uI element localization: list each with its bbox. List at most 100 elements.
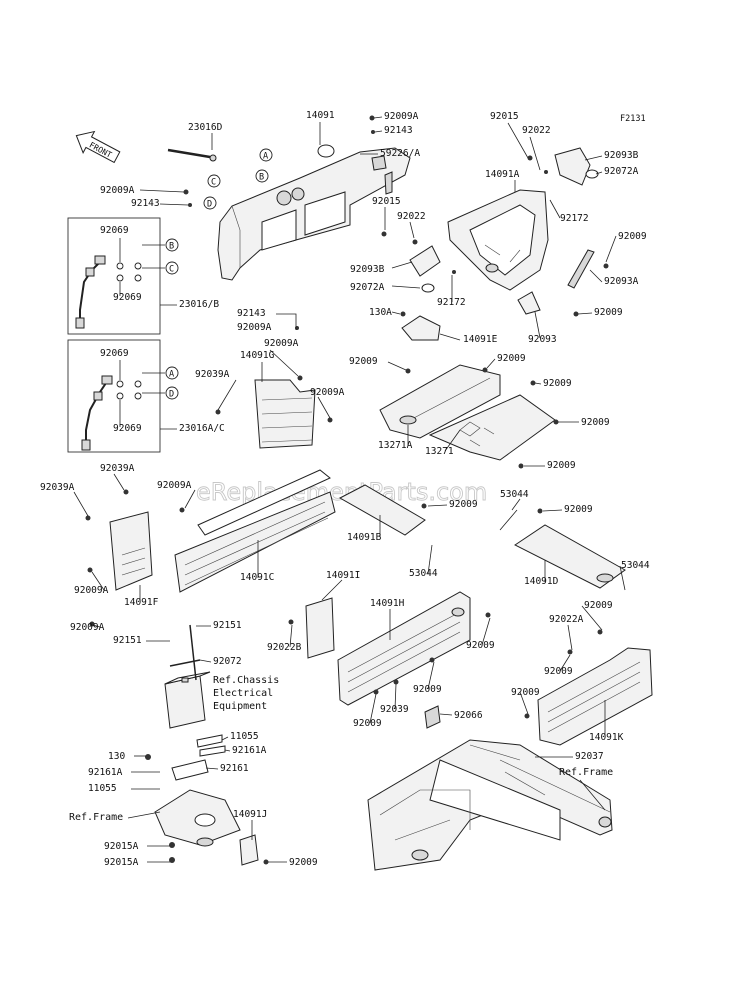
storage-tray-14091a [409,147,599,315]
reference-ref_frame_r-line-0: Ref.Frame [559,767,613,778]
part-label-l14091f: 14091F [124,597,159,608]
part-label-l92009a_l3: 92009A [157,480,192,491]
watermark: eReplacementParts.com [196,478,487,506]
part-label-l92015a_b: 92015A [104,857,139,868]
callout-d-box: D [165,386,179,400]
side-panel-14091g [254,379,316,449]
part-label-l14091k: 14091K [589,732,624,743]
side-rail-14091k [537,647,653,746]
part-label-l23016b: 23016/B [179,299,219,310]
plate-14091i [305,597,335,659]
front-arrow-icon: FRONT [75,130,121,164]
part-label-l92093b_t: 92093B [604,150,639,161]
part-label-l92093b_m: 92093B [350,264,385,275]
harness-box-b [67,217,165,335]
part-label-l14091a: 14091A [485,169,520,180]
figure-code: F2131 [620,114,646,124]
part-label-l14091d: 14091D [524,576,559,587]
part-label-l92039a_l1: 92039A [100,463,135,474]
part-label-l92009_m10: 92009 [413,684,442,695]
part-label-l11055_a: 11055 [230,731,259,742]
part-label-l14091h: 14091H [370,598,405,609]
part-label-l130: 130 [108,751,125,762]
bracket-14091f [109,511,153,591]
part-label-l14091j: 14091J [233,809,267,820]
part-label-l92009_r2: 92009 [584,600,613,611]
part-label-l14091e: 14091E [463,334,498,345]
part-label-l53044_r: 53044 [621,560,650,571]
part-label-l92009a_l2: 92009A [237,322,272,333]
part-label-l92066: 92066 [454,710,483,721]
floor-panel-13271 [428,394,556,461]
part-label-l92172_m: 92172 [437,297,466,308]
part-label-l92151_a: 92151 [213,620,242,631]
part-label-l92009_m6: 92009 [547,460,576,471]
part-label-l92093: 92093 [528,334,557,345]
part-label-l92037: 92037 [575,751,604,762]
part-label-l92009_m2: 92009 [349,356,378,367]
part-label-l92009a_l1: 92009A [100,185,135,196]
part-label-l92022_m: 92022 [397,211,426,222]
part-label-l92009a_t: 92009A [384,111,419,122]
fastener-dots [85,115,609,865]
panel-14091d [514,524,626,589]
svg-text:C: C [169,265,174,275]
part-label-l130a: 130A [369,307,392,318]
part-label-l92143_l1: 92143 [131,198,160,209]
part-label-l92069_c: 92069 [100,348,129,359]
part-label-l14091i: 14091I [326,570,360,581]
part-label-l53044_t: 53044 [500,489,529,500]
svg-text:B: B [259,173,264,183]
battery-tray [154,734,259,866]
part-label-l14091: 14091 [306,110,335,121]
part-label-l92009a_l4: 92009A [74,585,109,596]
part-label-l92161a_a: 92161A [232,745,267,756]
leader-lines [73,116,626,863]
part-label-l13271: 13271 [425,446,454,457]
svg-text:C: C [211,178,216,188]
chassis-frame [367,705,613,871]
part-label-l92022a: 92022A [549,614,584,625]
reference-ref_chassis-line-2: Equipment [213,701,267,712]
part-label-l14091b: 14091B [347,532,382,543]
part-label-l59226a: 59226/A [380,148,420,159]
panel-14091b [338,484,426,536]
part-label-l92022_t: 92022 [522,125,551,136]
part-label-l92009_m5: 92009 [581,417,610,428]
part-label-l92009_r3: 92009 [544,666,573,677]
part-label-l92072a_t: 92072A [604,166,639,177]
callout-c-box: C [165,261,179,275]
part-label-l92161: 92161 [220,763,249,774]
part-label-l92009a_m3: 92009A [310,387,345,398]
part-label-l92143_t: 92143 [384,125,413,136]
part-label-l13271a: 13271A [378,440,413,451]
part-label-l14091c: 14091C [240,572,274,583]
reference-ref_chassis-line-0: Ref.Chassis [213,675,279,686]
callout-d-top: D [203,196,217,210]
harness-box-a [67,339,165,453]
part-label-l92009_m9: 92009 [466,640,495,651]
part-label-l92009_m8: 92009 [564,504,593,515]
svg-text:D: D [169,390,174,400]
part-label-l14091g: 14091G [240,350,275,361]
svg-text:A: A [169,370,174,380]
part-label-l92009_r4: 92009 [511,687,540,698]
svg-text:A: A [263,152,268,162]
part-label-l53044_m: 53044 [409,568,438,579]
part-label-l92143_l2: 92143 [237,308,266,319]
reference-notes: Ref.ChassisElectricalEquipmentRef.FrameR… [69,675,613,823]
part-label-l92069_d: 92069 [113,423,142,434]
part-label-l92022b: 92022B [267,642,302,653]
part-label-l92172_t: 92172 [560,213,589,224]
part-label-l92039a_m: 92039A [195,369,230,380]
battery-icon [164,624,211,729]
tray-14091e [401,315,441,341]
part-label-l92009a_m2: 92009A [264,338,299,349]
part-label-l23016ac: 23016A/C [179,423,225,434]
part-label-l23016d: 23016D [188,122,223,133]
svg-text:D: D [207,200,212,210]
part-label-l92069_b: 92069 [113,292,142,303]
part-label-l92015_m: 92015 [372,196,401,207]
